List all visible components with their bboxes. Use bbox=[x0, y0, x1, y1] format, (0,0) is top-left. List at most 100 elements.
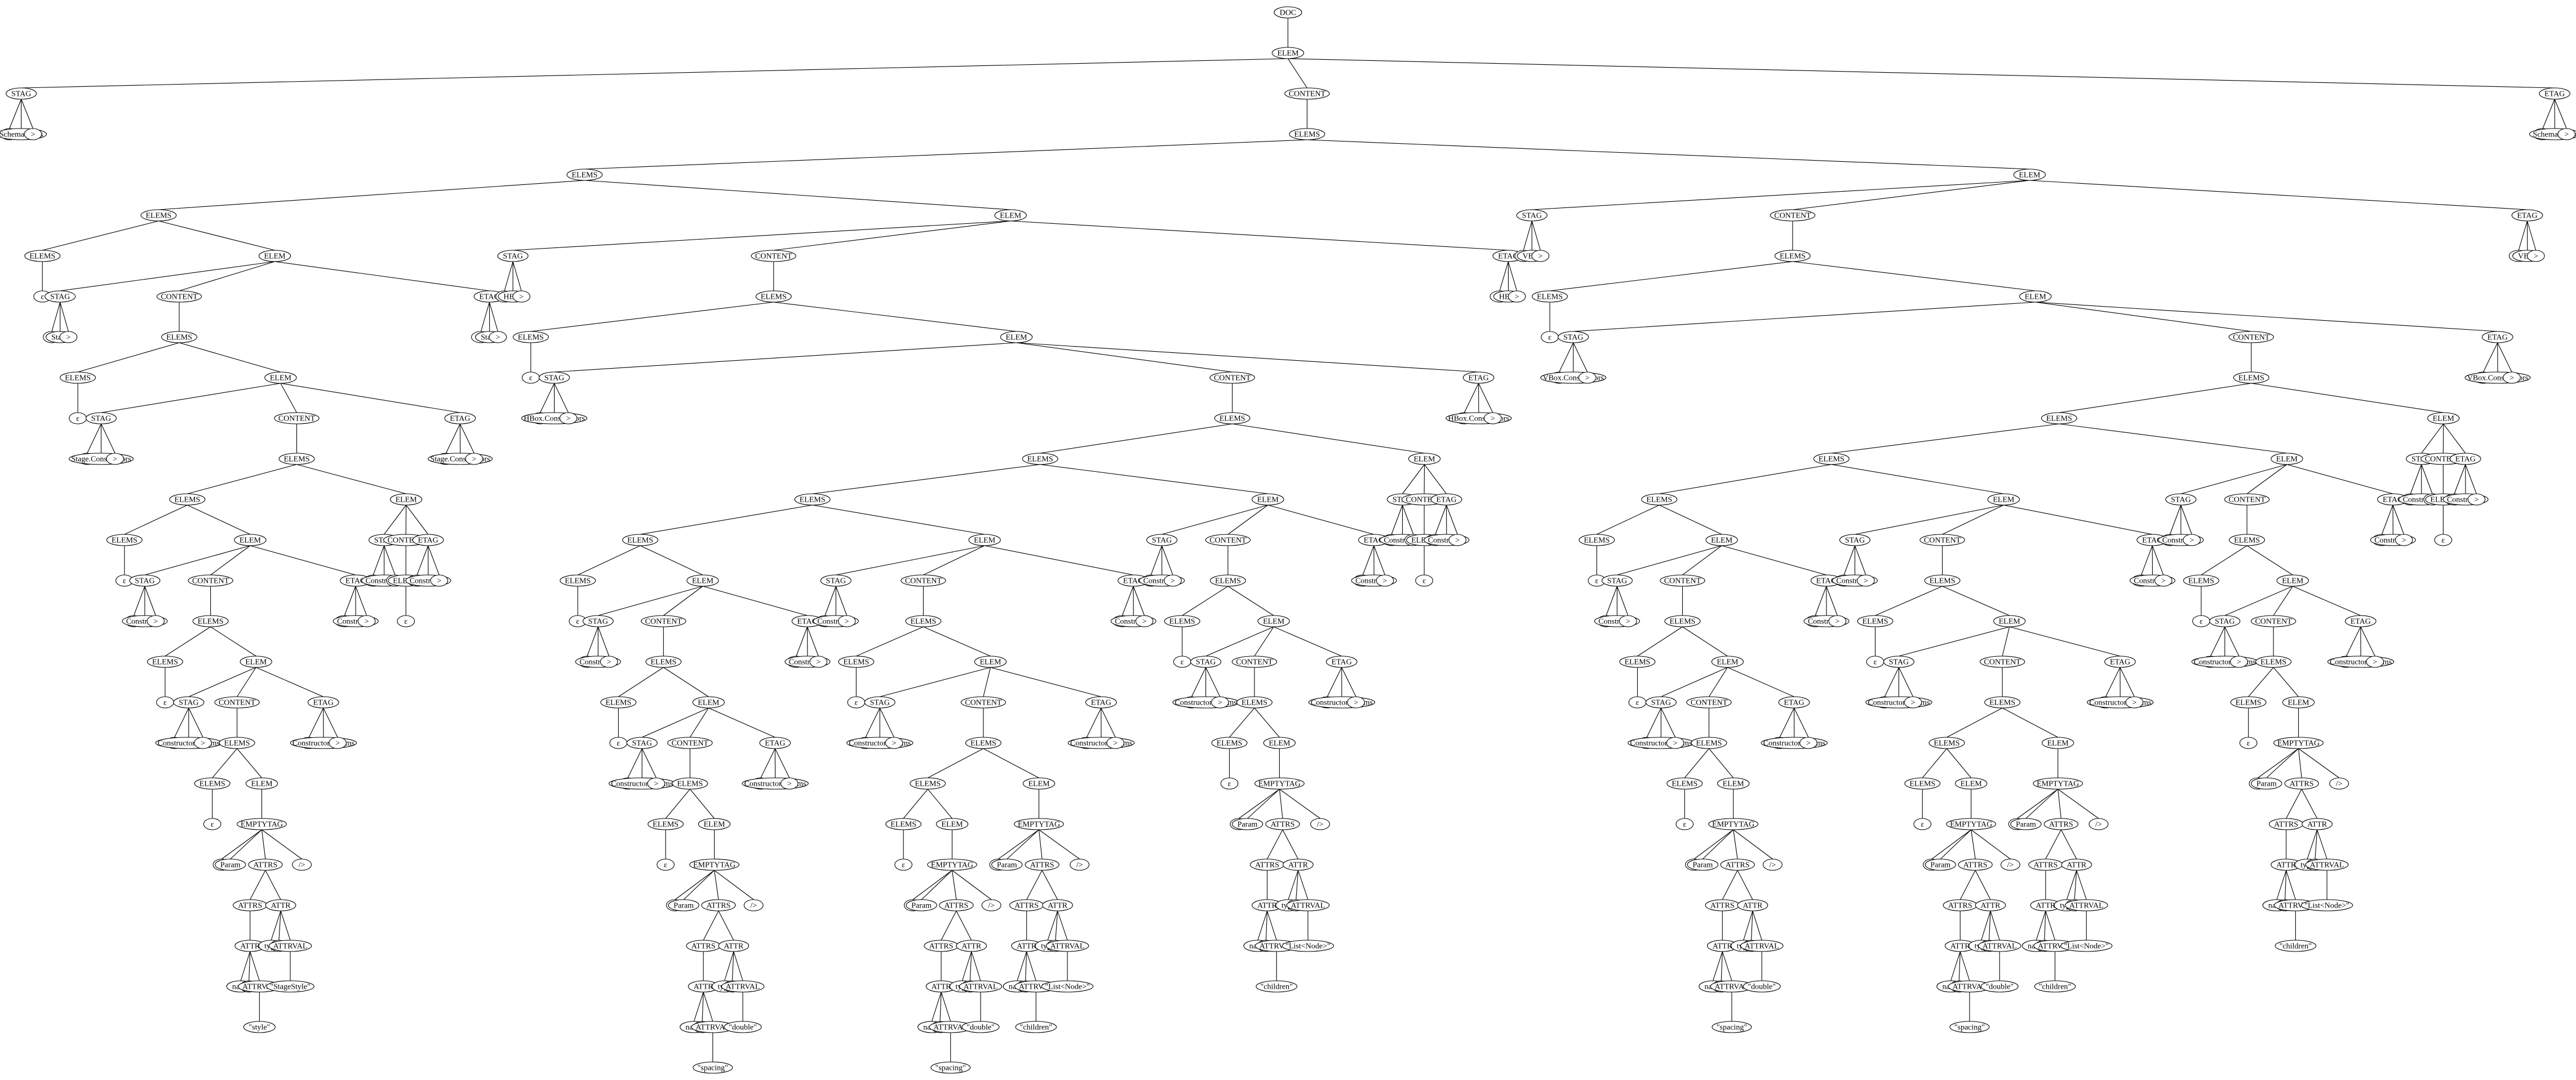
tree-edge bbox=[2518, 220, 2528, 251]
node-label: ELEM bbox=[245, 658, 267, 667]
tree-edge bbox=[249, 951, 251, 981]
node-constructor-params: Constructor.Params bbox=[742, 777, 809, 790]
tree-edge bbox=[1722, 951, 1732, 981]
tree-edge bbox=[921, 870, 952, 900]
node-label: ATTRS bbox=[945, 902, 969, 910]
node-symbol: > bbox=[1828, 615, 1847, 627]
node-label: ELEMS bbox=[2260, 658, 2286, 667]
node-label: ELEM bbox=[974, 537, 996, 545]
node-ellipse bbox=[2503, 371, 2521, 384]
tree-edge bbox=[165, 626, 211, 657]
node-label: > bbox=[365, 618, 369, 626]
node-content: CONTENT bbox=[1770, 209, 1816, 222]
node-symbol: > bbox=[1856, 574, 1875, 587]
node-stag: STAG bbox=[1190, 656, 1222, 668]
node-stag: STAG bbox=[820, 574, 852, 587]
node-param: Param bbox=[215, 858, 246, 871]
node-attrs: ATTRS bbox=[1009, 899, 1044, 911]
tree-edge bbox=[598, 586, 703, 616]
node-ellipse bbox=[901, 574, 946, 587]
tree-edge bbox=[1981, 910, 1991, 941]
node-symbol: > bbox=[329, 737, 347, 749]
node-label: CONTENT bbox=[645, 618, 682, 626]
node-ellipse bbox=[1282, 940, 1334, 952]
node-label: > bbox=[335, 740, 340, 748]
node-elems: ELEMS bbox=[161, 331, 197, 343]
node-label: ELEMS bbox=[1909, 780, 1935, 789]
tree-edge bbox=[188, 707, 203, 738]
tree-edge bbox=[355, 586, 367, 616]
node-ellipse bbox=[215, 858, 246, 871]
tree-edge bbox=[2058, 789, 2099, 819]
tree-edge bbox=[504, 261, 513, 291]
node-label: ELEMS bbox=[1027, 455, 1053, 464]
node-ellipse bbox=[266, 980, 314, 993]
node-ellipse bbox=[1686, 696, 1732, 709]
node-label: ATTRS bbox=[1963, 861, 1988, 870]
node-label: ELEMS bbox=[1217, 740, 1243, 748]
node-symbol: > bbox=[1135, 615, 1154, 627]
node-ellipse bbox=[968, 534, 1001, 546]
node-ellipse bbox=[1014, 818, 1064, 830]
node-label: > bbox=[1864, 577, 1868, 586]
node-ellipse bbox=[2230, 696, 2267, 709]
node-ellipse bbox=[173, 696, 205, 709]
node-label: ELEMS bbox=[1169, 618, 1195, 626]
node-label: ELEMS bbox=[224, 740, 250, 748]
node-ellipse bbox=[1666, 737, 1684, 749]
node-content: CONTENT bbox=[960, 696, 1007, 709]
node-list-node: "List<Node>" bbox=[2060, 940, 2113, 952]
tree-edge bbox=[1464, 383, 1479, 413]
node-elem: ELEM bbox=[245, 777, 278, 790]
node-ellipse bbox=[905, 615, 942, 627]
node-stag: STAG bbox=[626, 737, 658, 749]
node-ellipse bbox=[1579, 534, 1615, 546]
tree-edge bbox=[323, 707, 338, 738]
tree-edge bbox=[250, 870, 266, 900]
node-symbol: > bbox=[1531, 250, 1550, 262]
node-label: CONTENT bbox=[1691, 699, 1728, 707]
node-elem: ELEM bbox=[935, 818, 969, 830]
tree-edge bbox=[1660, 707, 1676, 738]
node-elems: ELEMS bbox=[1532, 290, 1568, 303]
node-elem: ELEM bbox=[240, 656, 272, 668]
node-label: ELEMS bbox=[761, 293, 787, 302]
node-elems: ELEMS bbox=[622, 534, 659, 546]
node-attrs: ATTRS bbox=[1943, 899, 1978, 911]
node-symbol: > bbox=[2526, 250, 2545, 262]
tree-edge bbox=[2465, 464, 2477, 494]
tree-edge bbox=[2224, 586, 2293, 616]
node-label: CONTENT bbox=[1664, 577, 1701, 586]
node-elems: ELEMS bbox=[2233, 371, 2269, 384]
node-label: > bbox=[2474, 496, 2479, 504]
node-label: ELEMS bbox=[1584, 537, 1610, 545]
node-elems: ELEMS bbox=[1924, 574, 1961, 587]
node-label: > bbox=[2237, 658, 2241, 667]
node-param: Param bbox=[2251, 777, 2282, 790]
tree-edge bbox=[1265, 910, 1268, 941]
node-attrval: ATTRVAL bbox=[1710, 980, 1754, 993]
node-constructor-params: Constructor.Params bbox=[1172, 696, 1239, 709]
node-label: ETAG bbox=[2517, 212, 2537, 220]
node-symbol: /> bbox=[292, 858, 312, 871]
node-label: CONTENT bbox=[1774, 212, 1811, 220]
node-label: > bbox=[845, 618, 849, 626]
node-elems: ELEMS bbox=[1236, 696, 1273, 709]
node-elems: ELEMS bbox=[1664, 615, 1701, 627]
tree-edge bbox=[1733, 829, 1738, 860]
tree-edge bbox=[21, 58, 1288, 88]
tree-edge bbox=[1402, 464, 1425, 494]
tree-edge bbox=[865, 707, 880, 738]
tree-edge bbox=[1573, 302, 2036, 332]
node-elems: ELEMS bbox=[2041, 412, 2077, 424]
tree-edge bbox=[2421, 464, 2433, 494]
node-label: > bbox=[66, 334, 70, 342]
tree-edge bbox=[2210, 626, 2225, 657]
tree-edge bbox=[1267, 829, 1283, 860]
node-ellipse bbox=[264, 371, 297, 384]
node-label: > bbox=[2373, 658, 2377, 667]
node-label: STAG bbox=[1522, 212, 1542, 220]
tree-edge bbox=[2035, 302, 2251, 332]
tree-edge bbox=[807, 626, 819, 657]
node-ellipse bbox=[2064, 899, 2108, 911]
